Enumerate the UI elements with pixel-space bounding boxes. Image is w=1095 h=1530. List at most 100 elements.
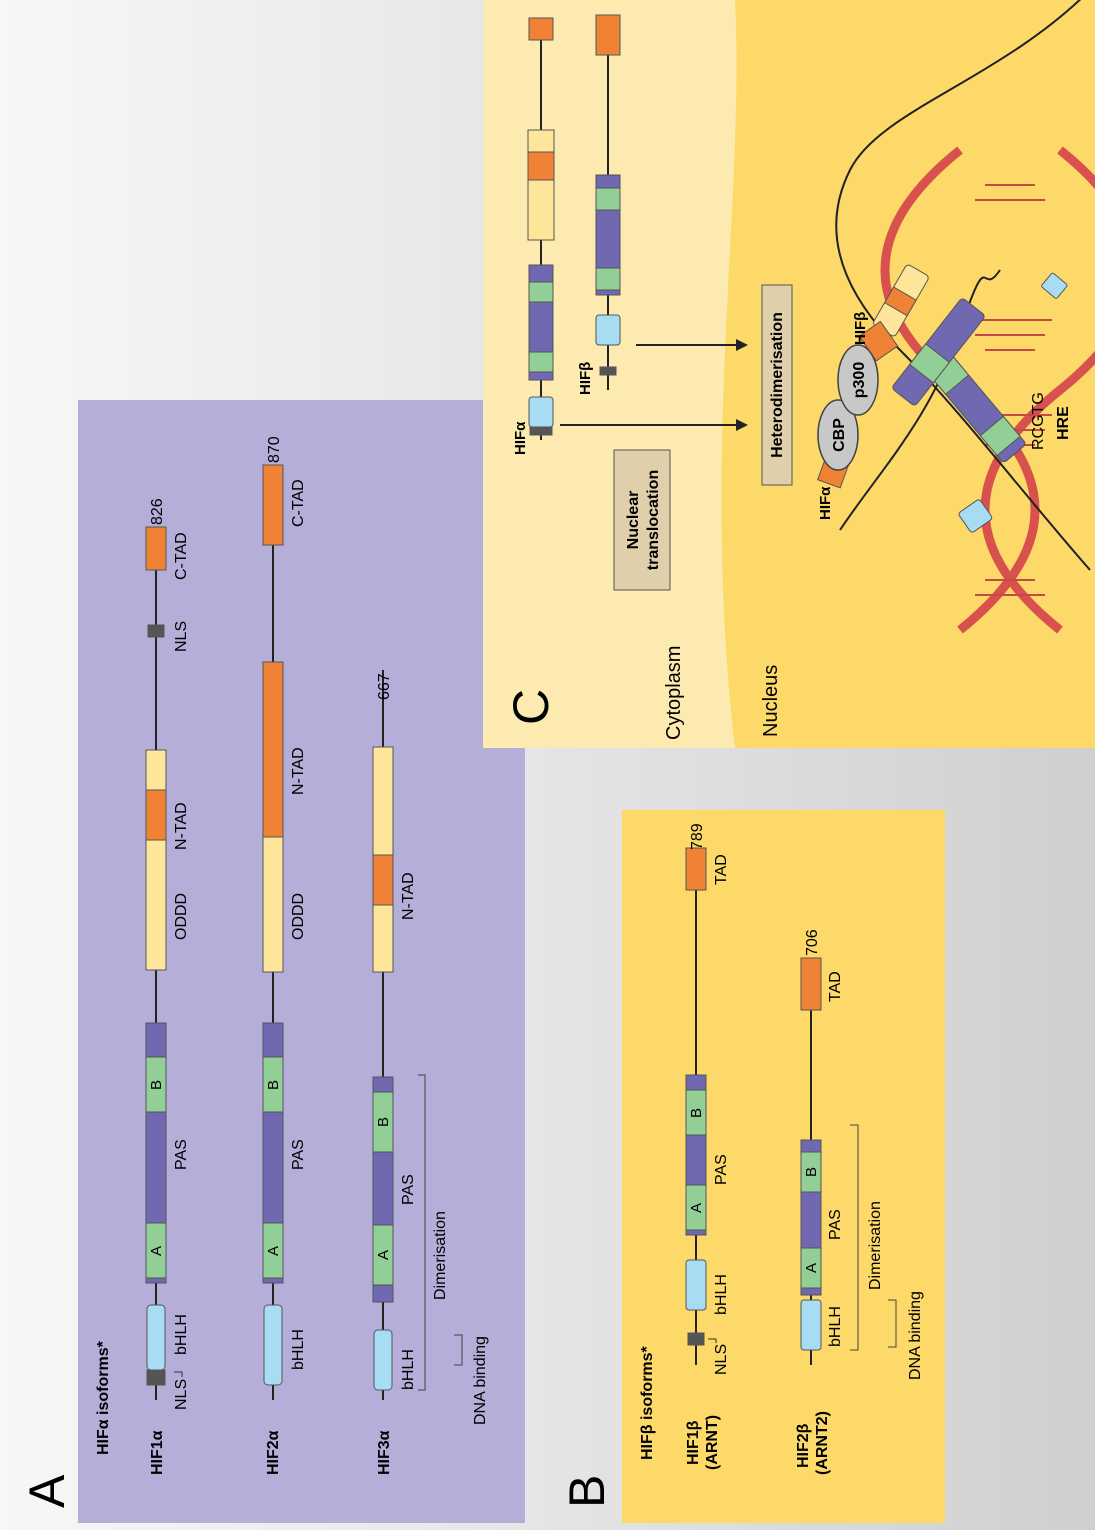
hif1b-pas-a-domain <box>685 1184 707 1231</box>
hif3a-pas-b-domain <box>372 1091 394 1153</box>
hif2b-bhlh-domain <box>800 1299 822 1351</box>
hif1a-bhlh-label: bHLH <box>173 1314 190 1355</box>
hif1b-pas-b-domain <box>685 1089 707 1136</box>
hifb-cytoplasmic: HIFβ <box>577 14 621 395</box>
hif2a-oddd-domain <box>262 836 284 973</box>
hifa-pas-a-domain <box>528 351 554 373</box>
hif3a-ntad-domain <box>372 854 394 906</box>
hif1a-ntad-domain <box>145 789 167 841</box>
hif1b-bhlh-label: bHLH <box>713 1274 730 1315</box>
arrows <box>560 339 748 431</box>
dimer-bhlh-domain-1 <box>958 499 993 533</box>
hif1b-length: 789 <box>689 823 706 850</box>
hif2b-bhlh-label: bHLH <box>827 1306 844 1347</box>
hif1a-nls-domain-2 <box>147 624 165 638</box>
hifb-label: HIFβ <box>577 362 594 395</box>
hif2a-bhlh-label: bHLH <box>290 1329 307 1370</box>
hif2b-tad-domain <box>800 957 822 1011</box>
panel-c-letter: C <box>503 689 559 725</box>
panel-a: A HIFα isoforms* HIF1α A B NLS <box>19 400 525 1523</box>
hif1b-tad-domain <box>685 847 707 891</box>
hif3a-bhlh-domain <box>373 1329 393 1391</box>
hifa-bhlh-domain <box>528 396 554 428</box>
hifa-arrowhead <box>736 419 748 431</box>
panel-a-letter: A <box>19 1474 75 1508</box>
heterodimerisation-label: Heterodimerisation <box>769 312 786 458</box>
dimer-pas-a-1 <box>979 415 1021 457</box>
hif2b-dna-binding-label: DNA binding <box>907 1291 924 1380</box>
hifa-pas-b-domain <box>528 281 554 303</box>
figure-content: A HIFα isoforms* HIF1α A B NLS <box>19 0 1095 1523</box>
dimer-hifa-label: HIFα <box>817 486 834 520</box>
hif1a-nls-label: NLS <box>173 1379 190 1410</box>
dimer-ntad-domain <box>883 286 917 317</box>
hif1b-a-label: A <box>688 1203 705 1213</box>
hif2a-row: HIF2α A B bHLH PAS ODDD N-TAD C-TAD 870 <box>262 436 307 1475</box>
hif1a-nls-label-2: NLS <box>173 621 190 652</box>
hif2b-dna-binding-bracket <box>888 1299 897 1348</box>
hif2a-label: HIF2α <box>265 1430 282 1475</box>
hif3a-row: HIF3α A B bHLH PAS N-TAD 667 Dimerisatio… <box>372 670 489 1475</box>
hifa-ntad-domain <box>527 151 555 181</box>
hif1b-label-1: HIF1β <box>685 1420 702 1465</box>
hifb-pas-a-domain <box>595 267 621 291</box>
hif2b-b-label: B <box>803 1167 820 1177</box>
hifb-arrowhead <box>736 339 748 351</box>
hif1a-ntad-label: N-TAD <box>173 802 190 850</box>
hif3a-b-label: B <box>375 1117 392 1127</box>
cytoplasm-label: Cytoplasm <box>663 646 685 740</box>
nuclear-translocation-label-2: translocation <box>645 470 662 570</box>
hif1a-nls-pointer <box>174 1371 183 1377</box>
hif1b-b-label: B <box>688 1108 705 1118</box>
hif3a-pas-label: PAS <box>400 1174 417 1205</box>
hif2a-pas-a-domain <box>262 1222 284 1279</box>
hif2b-label-1: HIF2β <box>795 1423 812 1468</box>
dimer-bhlh-domain-2 <box>1041 272 1068 299</box>
dimer-backbone <box>835 0 1091 571</box>
hif1b-nls-pointer <box>708 1338 717 1343</box>
hif1b-nls-domain <box>687 1332 705 1346</box>
hif-dimer-on-dna <box>817 264 1068 533</box>
hif3a-bhlh-label: bHLH <box>400 1349 417 1390</box>
hif1a-b-label: B <box>148 1080 165 1090</box>
hifa-label: HIFα <box>512 421 529 455</box>
p300-label: p300 <box>851 362 868 399</box>
hif2a-b-label: B <box>265 1080 282 1090</box>
hif1b-pas-label: PAS <box>713 1154 730 1185</box>
hif1a-oddd-label: ODDD <box>173 893 190 940</box>
hif2a-ntad-label: N-TAD <box>290 747 307 795</box>
hif3a-a-label: A <box>375 1250 392 1260</box>
cbp-label: CBP <box>831 418 848 452</box>
dna-binding-bracket <box>454 1334 463 1366</box>
dimer-hifb-label: HIFβ <box>852 312 869 345</box>
hif3a-ntad-label: N-TAD <box>400 872 417 920</box>
hif2a-a-label: A <box>265 1246 282 1256</box>
cbp-blob <box>817 399 859 471</box>
panel-b: B HIFβ isoforms* HIF1β (ARNT) A B NLS bH… <box>559 810 945 1523</box>
hre-label: HRE <box>1055 406 1072 440</box>
hifa-oddd-domain <box>527 129 555 241</box>
hif2b-dimerisation-bracket <box>850 1124 859 1351</box>
panel-a-title: HIFα isoforms* <box>95 1340 112 1455</box>
hif2b-row: HIF2β (ARNT2) A B bHLH PAS TAD 706 Dimer… <box>795 929 924 1475</box>
dna-strand-2 <box>980 146 1095 634</box>
dimerisation-bracket <box>418 1074 426 1391</box>
panel-b-letter: B <box>559 1475 615 1508</box>
hif2b-pas-a-domain <box>800 1247 822 1289</box>
hif2a-pas-label: PAS <box>290 1139 307 1170</box>
hif2a-ntad-domain <box>262 661 284 838</box>
hif3a-length: 667 <box>376 673 393 700</box>
hif1a-length: 826 <box>149 498 166 525</box>
hifa-ctad-domain <box>528 17 554 41</box>
hifb-nls-domain <box>599 366 617 376</box>
hif2b-tad-label: TAD <box>827 971 844 1002</box>
hif1a-a-label: A <box>148 1246 165 1256</box>
hif1a-oddd-domain <box>145 749 167 971</box>
hif3a-label: HIF3α <box>376 1430 393 1475</box>
hif1a-pas-a-domain <box>145 1222 167 1279</box>
hif2a-ctad-label: C-TAD <box>290 479 307 527</box>
hifa-cytoplasmic: HIFα <box>512 17 555 455</box>
hif2a-oddd-label: ODDD <box>290 893 307 940</box>
hif1b-nls-label: NLS <box>713 1344 730 1375</box>
